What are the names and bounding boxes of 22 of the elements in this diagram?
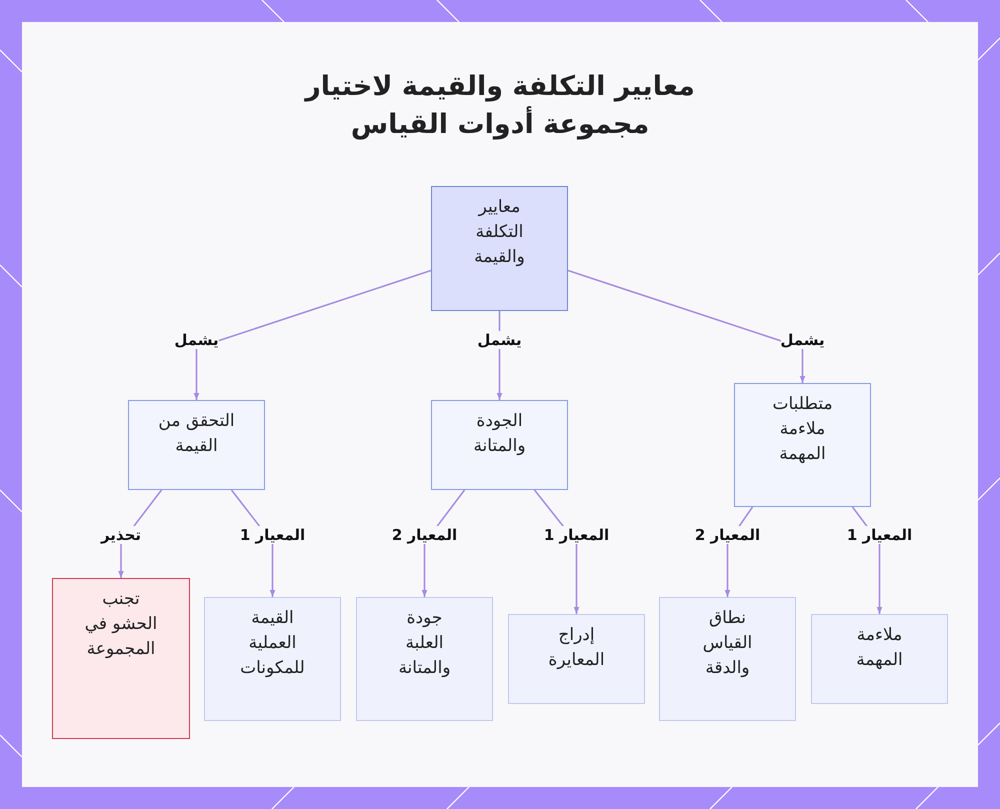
title: معايير التكلفة والقيمة لاختيار مجموعة أدوات القياس	[303, 70, 696, 142]
item-box: إدراج المعايرة	[508, 614, 645, 704]
edge-label: المعيار 1	[544, 526, 610, 544]
edge-label: المعيار 1	[240, 526, 306, 544]
edge-label: المعيار 2	[392, 526, 458, 544]
category-box: التحقق من القيمة	[128, 400, 265, 490]
connector	[194, 270, 432, 400]
edge-label: المعيار 1	[846, 526, 912, 544]
edge-label: يشمل	[174, 331, 219, 349]
item-box: ملاءمة المهمة	[811, 614, 948, 704]
warning-box: تجنب الحشو في المجموعة	[52, 578, 190, 739]
category-box: الجودة والمتانة	[431, 400, 568, 490]
root-box: معايير التكلفة والقيمة	[431, 186, 568, 311]
item-box: القيمة العملية للمكونات	[204, 597, 341, 721]
edge-label: يشمل	[780, 331, 825, 349]
item-box: جودة العلبة والمتانة	[356, 597, 493, 721]
edge-label: يشمل	[477, 331, 522, 349]
edge-label: المعيار 2	[694, 526, 760, 544]
connector	[568, 270, 806, 383]
category-box: متطلبات ملاءمة المهمة	[734, 383, 871, 507]
edge-label: تحذير	[100, 526, 142, 544]
item-box: نطاق القياس والدقة	[659, 597, 796, 721]
